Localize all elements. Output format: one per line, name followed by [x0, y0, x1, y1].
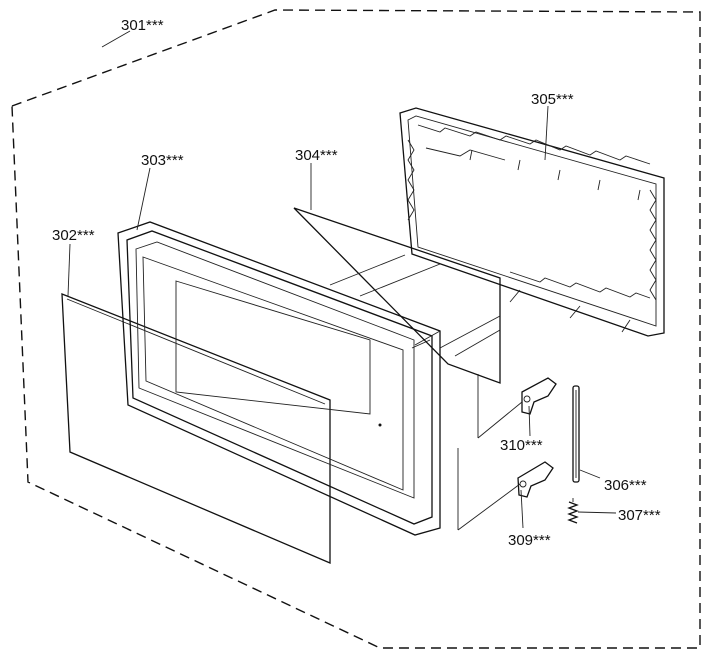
part-309-latch-hook — [517, 461, 554, 498]
part-303-door-frame — [117, 221, 441, 536]
label-301: 301*** — [121, 17, 164, 34]
leader-lines — [67, 30, 617, 529]
assembly-lines — [457, 374, 523, 531]
label-309: 309*** — [508, 532, 551, 549]
part-310-latch-hook — [521, 377, 557, 415]
label-304: 304*** — [295, 147, 338, 164]
label-306: 306*** — [604, 477, 647, 494]
label-310: 310*** — [500, 437, 543, 454]
part-302-glass-panel — [61, 293, 331, 564]
label-305: 305*** — [531, 91, 574, 108]
part-305-rear-frame — [399, 107, 665, 337]
label-302: 302*** — [52, 227, 95, 244]
part-306-rod — [572, 385, 580, 483]
label-303: 303*** — [141, 152, 184, 169]
label-307: 307*** — [618, 507, 661, 524]
part-307-spring — [567, 498, 579, 524]
assembly-boundary — [11, 9, 701, 649]
part-304-inner-panel — [293, 207, 501, 384]
